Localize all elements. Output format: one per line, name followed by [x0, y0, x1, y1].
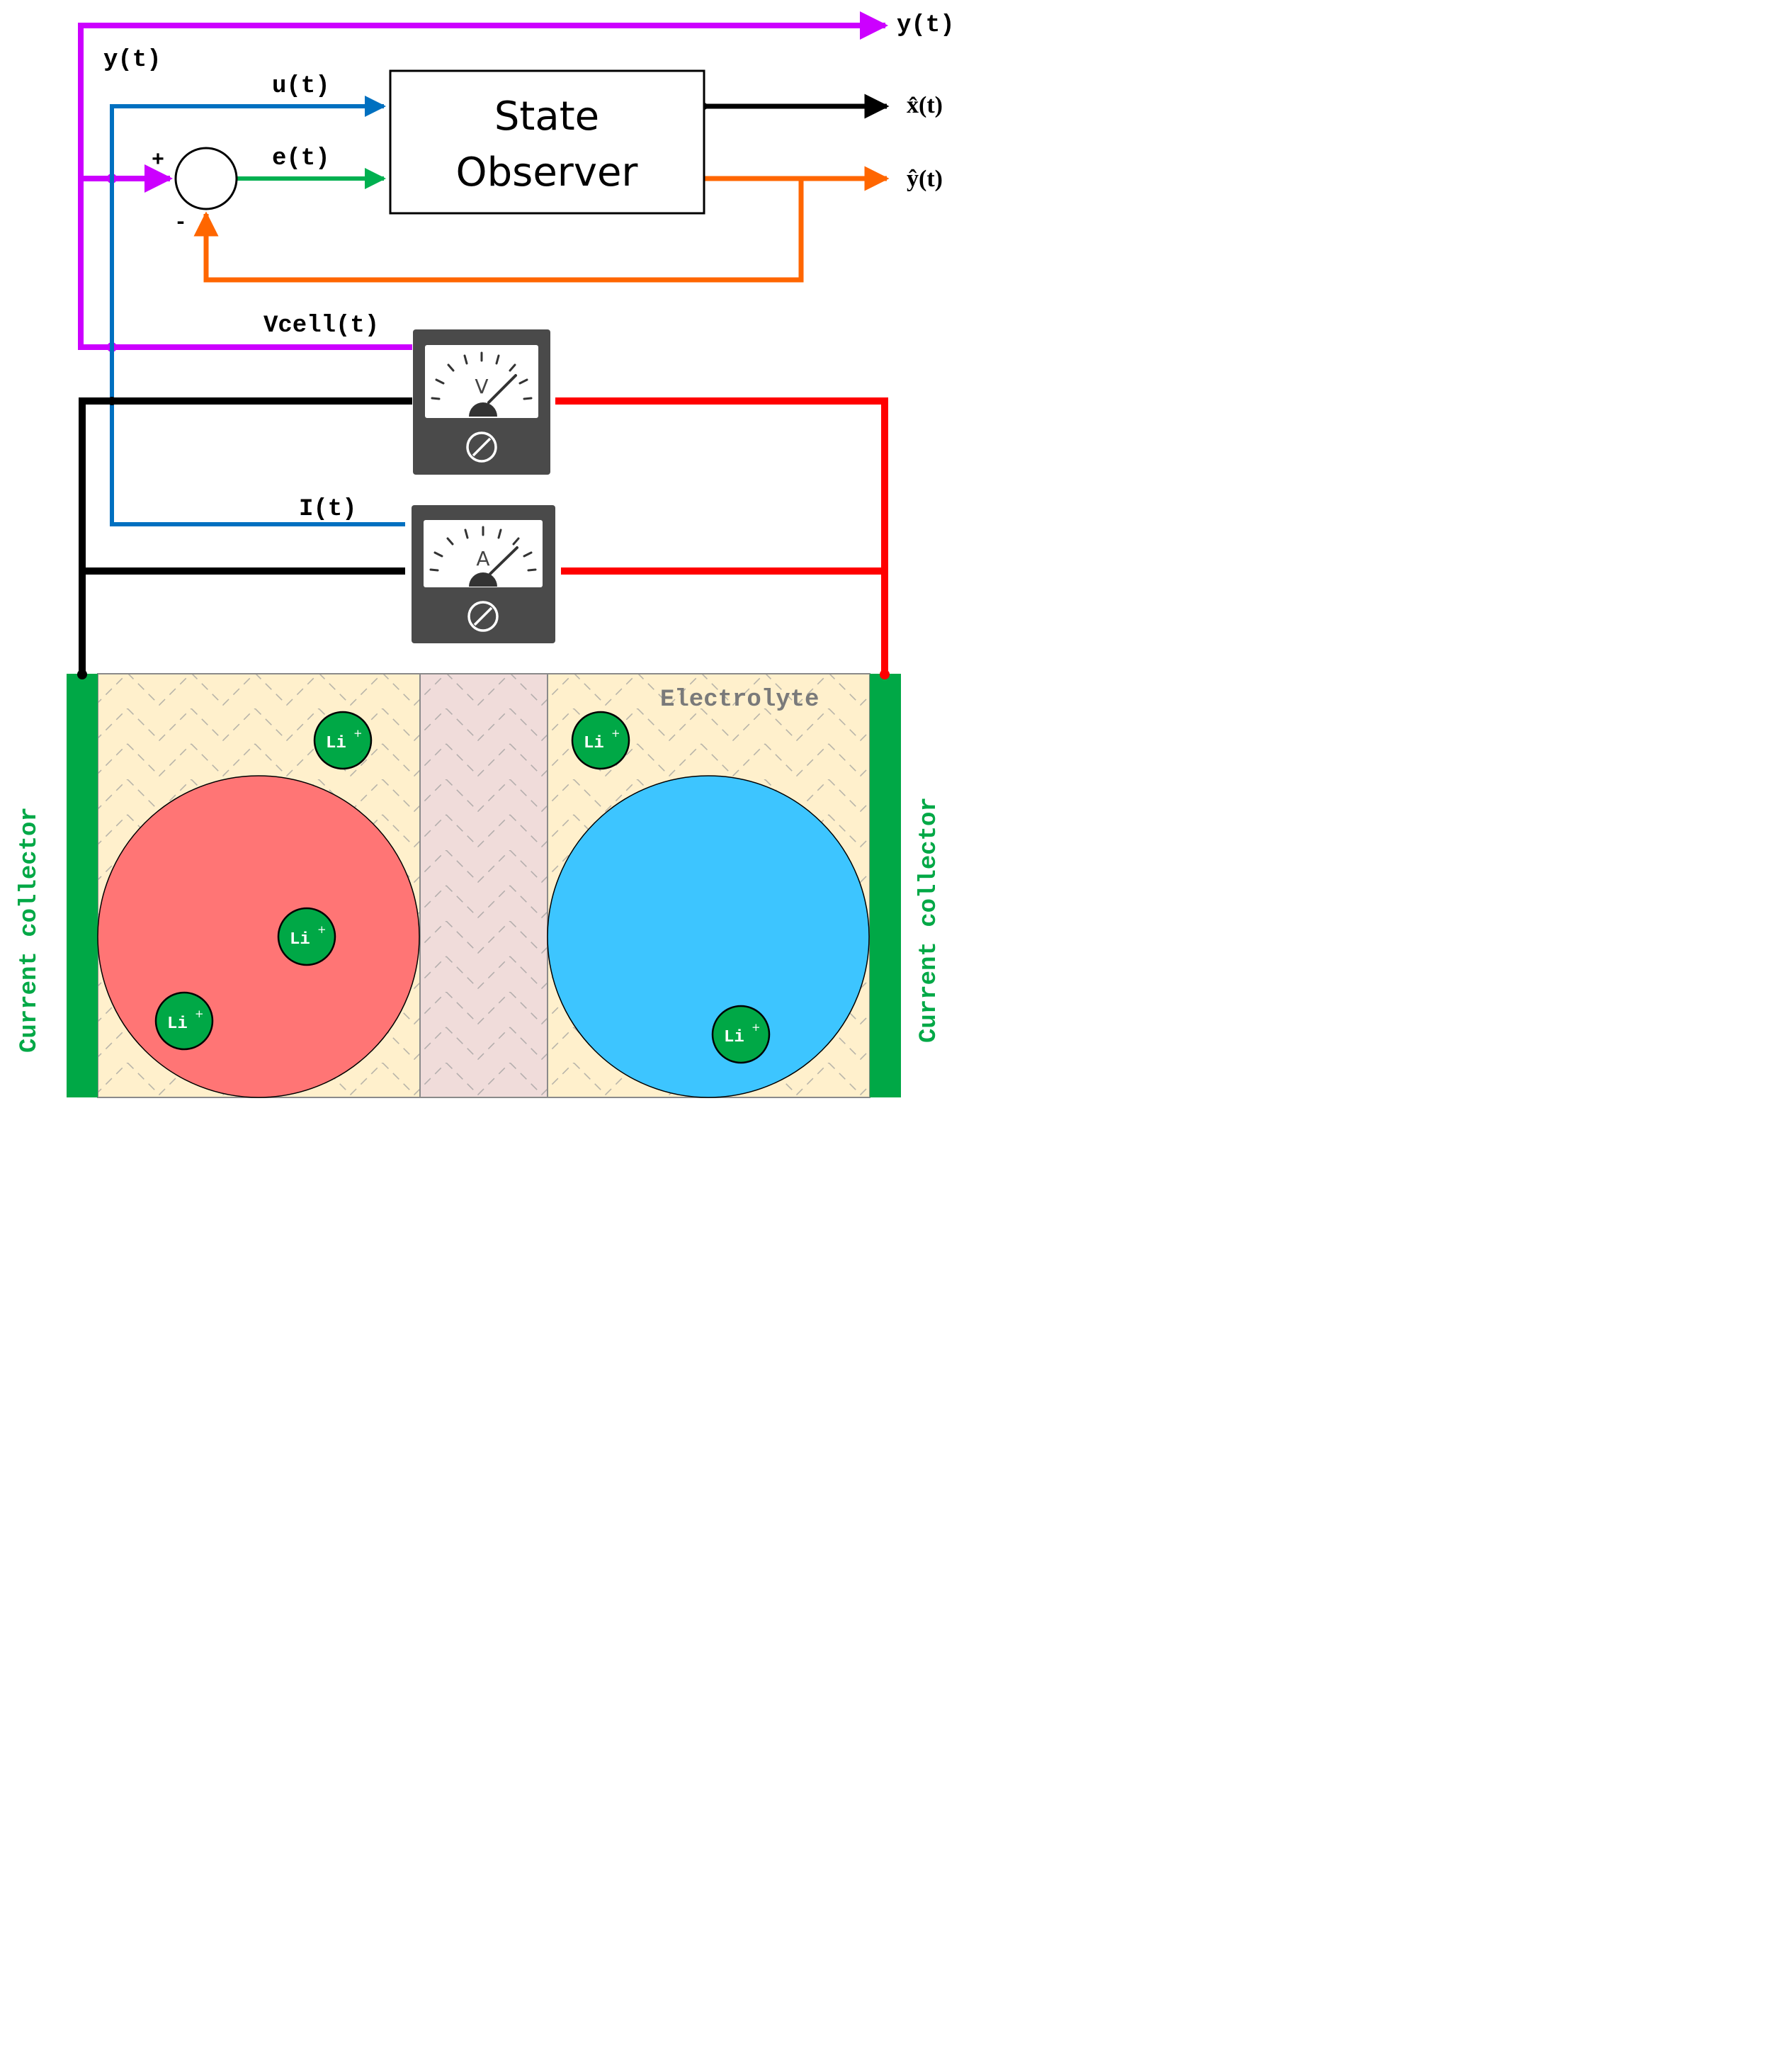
- minus-sign: -: [174, 211, 187, 235]
- y-input-label: y(t): [103, 47, 161, 74]
- plus-sign: +: [152, 149, 164, 173]
- ammeter-scale-ticks: [429, 526, 537, 572]
- lithium-ion: Li +: [313, 711, 373, 770]
- yhat-label: ŷ(t): [907, 166, 943, 192]
- voltmeter-needle: [487, 374, 517, 404]
- ammeter-symbol: A: [476, 547, 489, 570]
- e-label: e(t): [272, 145, 330, 172]
- voltmeter-needle-hub: [469, 402, 497, 417]
- signal-lines: [78, 11, 890, 526]
- observer-title-line2: Observer: [456, 149, 639, 196]
- ammeter-dial-face: [424, 520, 543, 587]
- current-signal-line: [110, 96, 405, 526]
- svg-text:Li: Li: [326, 734, 346, 753]
- lithium-ion: Li +: [571, 711, 630, 770]
- negative-wire-voltmeter: [79, 397, 412, 677]
- svg-text:+: +: [611, 727, 620, 740]
- voltmeter-adjust-screw: [466, 431, 497, 463]
- battery-cell: Electrolyte Current collector Current co…: [16, 673, 943, 1098]
- ammeter-adjust-screw: [467, 601, 499, 632]
- svg-text:+: +: [353, 727, 363, 740]
- voltmeter-scale-ticks: [431, 351, 533, 400]
- svg-text:Li: Li: [290, 930, 310, 949]
- lithium-ion: Li +: [154, 991, 214, 1051]
- ammeter: A: [412, 505, 555, 643]
- positive-wire-voltmeter: [555, 397, 888, 677]
- y-output-label: y(t): [897, 12, 955, 39]
- cathode-particle: [547, 775, 870, 1098]
- summer-circle: [174, 147, 238, 210]
- vcell-signal-line: [78, 11, 888, 350]
- separator-texture: [420, 674, 548, 1097]
- anode-particle: [97, 775, 420, 1098]
- svg-text:Li: Li: [584, 734, 604, 753]
- state-observer-block: State Observer: [389, 69, 705, 215]
- ammeter-needle-hub: [469, 572, 497, 587]
- left-collector-label: Current collector: [16, 807, 43, 1053]
- positive-terminal-dot: [880, 670, 890, 679]
- svg-text:+: +: [752, 1021, 761, 1034]
- svg-text:Li: Li: [724, 1028, 744, 1047]
- battery-observer-diagram: Electrolyte Current collector Current co…: [16, 11, 955, 1098]
- lithium-ion: Li +: [711, 1005, 771, 1064]
- vcell-label: Vcell(t): [263, 312, 379, 339]
- u-label: u(t): [272, 73, 330, 100]
- yhat-feedback-line: [193, 179, 804, 283]
- xhat-label: x̂(t): [907, 92, 943, 118]
- electrolyte-label: Electrolyte: [660, 687, 819, 713]
- current-label: I(t): [299, 496, 357, 523]
- signal-labels: y(t) y(t) u(t) e(t) x̂(t) ŷ(t) Vcell(t) …: [103, 12, 955, 523]
- svg-text:+: +: [195, 1007, 204, 1020]
- voltmeter-dial-face: [425, 345, 538, 418]
- blue-wire-crossing: [108, 397, 116, 405]
- svg-text:+: +: [317, 923, 327, 936]
- observer-title-line1: State: [494, 94, 599, 140]
- lithium-ion: Li +: [277, 907, 336, 966]
- svg-text:Li: Li: [167, 1015, 188, 1034]
- circuit-wires: [77, 397, 890, 679]
- voltmeter: V: [413, 329, 550, 475]
- voltmeter-symbol: V: [475, 375, 488, 398]
- observer-box: [389, 69, 705, 215]
- right-collector-label: Current collector: [916, 797, 943, 1043]
- negative-terminal-dot: [77, 670, 87, 679]
- summing-junction: + -: [152, 147, 238, 235]
- right-current-collector: [870, 674, 901, 1097]
- left-current-collector: [67, 674, 98, 1097]
- ammeter-needle: [489, 546, 518, 575]
